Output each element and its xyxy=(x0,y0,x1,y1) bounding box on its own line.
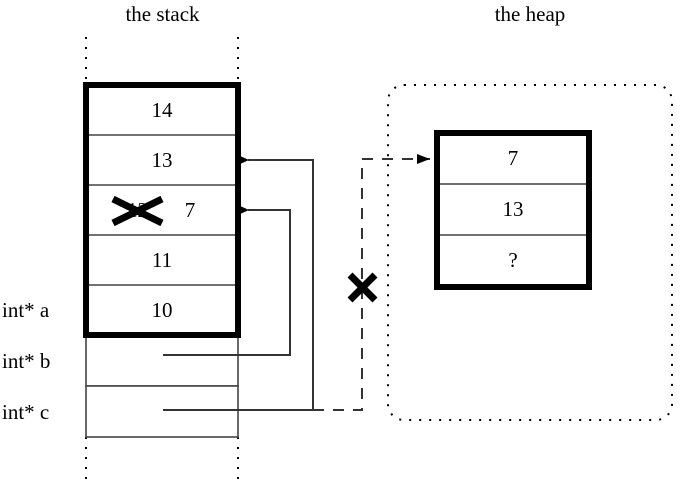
invalidated-pointer-x-mark xyxy=(347,272,378,303)
heap-cell-value-2: ? xyxy=(508,248,518,272)
heap-title: the heap xyxy=(494,2,566,26)
pointer-b-connector xyxy=(163,205,291,356)
stack-cell-value-4: 10 xyxy=(151,298,173,322)
stack-slot-b-frame xyxy=(85,334,239,387)
stack-slot-c-frame xyxy=(85,385,239,438)
stack-title: the stack xyxy=(125,2,200,26)
heap-array-outer xyxy=(434,130,592,290)
pointer-c-connector xyxy=(163,155,314,411)
stack-cell-value-3: 11 xyxy=(151,248,173,272)
heap-cell-value-0: 7 xyxy=(507,146,519,170)
stack-cell-value-2-new: 7 xyxy=(184,198,196,222)
pointer-label-c: int* c xyxy=(2,400,50,424)
pointer-label-b: int* b xyxy=(2,349,51,373)
stale-heap-pointer-connector xyxy=(313,154,430,411)
stack-cell-value-0: 14 xyxy=(151,98,173,122)
overwritten-value-x-mark xyxy=(111,195,164,227)
stack-cell-value-1: 13 xyxy=(151,148,173,172)
pointer-label-a: int* a xyxy=(2,298,50,322)
heap-cell-value-1: 13 xyxy=(502,197,524,221)
heap-region-outline xyxy=(387,84,673,421)
stack-cell-value-2-old: 12 xyxy=(127,198,148,222)
